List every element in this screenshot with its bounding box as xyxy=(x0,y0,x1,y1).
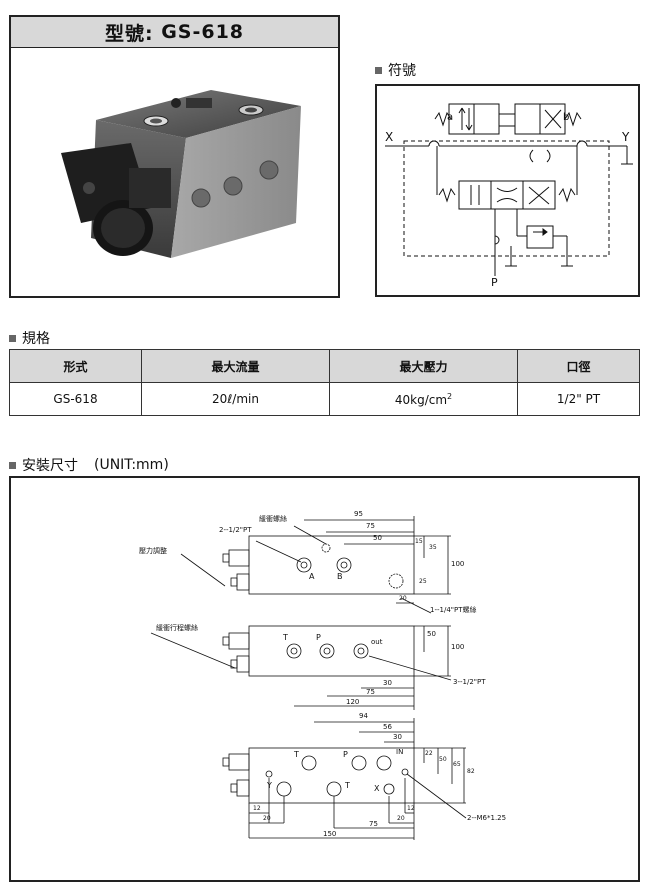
label-port-side: 1--1/4"PT螺絲 xyxy=(430,606,477,614)
bullet-icon xyxy=(9,334,16,342)
cell-flow: 20ℓ/min xyxy=(141,382,330,416)
port-t1: T xyxy=(294,750,299,759)
dim-12-a: 12 xyxy=(253,805,261,812)
valve-illustration xyxy=(61,90,301,258)
dim-30-c: 30 xyxy=(393,733,402,741)
dim-150: 150 xyxy=(323,830,337,838)
bullet-icon xyxy=(375,66,382,74)
dim-65: 65 xyxy=(453,761,461,768)
install-heading: 安裝尺寸 (UNIT:mm) xyxy=(9,455,169,475)
port-t2: T xyxy=(345,781,350,790)
label-m6: 2--M6*1.25 xyxy=(467,814,507,822)
label-stroke-adjust: 緩衝螺絲 xyxy=(259,515,287,523)
dim-15: 15 xyxy=(415,538,423,545)
header-pressure: 最大壓力 xyxy=(329,349,518,383)
hydraulic-schematic xyxy=(385,103,633,276)
label-stroke-screw: 緩衝行程螺絲 xyxy=(156,624,198,632)
dim-100-a: 100 xyxy=(451,560,465,568)
port-x: X xyxy=(374,784,380,793)
cell-port: 1/2" PT xyxy=(517,382,640,416)
port-in: IN xyxy=(396,748,404,756)
spec-table: 形式 最大流量 最大壓力 口徑 GS-618 20ℓ/min 40kg/cm2 … xyxy=(9,349,640,416)
dim-35: 35 xyxy=(429,544,437,551)
dim-22: 22 xyxy=(425,750,433,757)
label-ports-3: 3--1/2"PT xyxy=(453,678,486,686)
dimension-drawing: 緩衝螺絲 2--1/2"PT 壓力調整 1--1/4"PT螺絲 A B 95 7… xyxy=(9,476,640,882)
dim-75-b: 75 xyxy=(366,688,375,696)
port-t: T xyxy=(283,633,288,642)
header-port: 口徑 xyxy=(517,349,640,383)
header-type: 形式 xyxy=(9,349,142,383)
dim-94: 94 xyxy=(359,712,368,720)
spec-row: GS-618 20ℓ/min 40kg/cm2 1/2" PT xyxy=(9,382,640,416)
symbol-heading: 符號 xyxy=(375,60,416,80)
dim-75-c: 75 xyxy=(369,820,378,828)
dim-82: 82 xyxy=(467,768,475,775)
hydraulic-symbol: a b X Y P xyxy=(375,84,640,297)
port-y: Y xyxy=(267,781,272,790)
dim-120: 120 xyxy=(346,698,360,706)
port-p: P xyxy=(316,633,321,642)
dim-50-c: 50 xyxy=(439,756,447,763)
model-number: GS-618 xyxy=(161,21,245,43)
dim-50: 50 xyxy=(373,534,382,542)
label-x: X xyxy=(385,130,394,144)
bullet-icon xyxy=(9,461,16,469)
dim-20-c: 20 xyxy=(263,815,271,822)
label-p: P xyxy=(491,276,498,289)
port-b: B xyxy=(337,572,343,581)
dim-100-b: 100 xyxy=(451,643,465,651)
product-photo xyxy=(9,48,340,298)
cell-pressure: 40kg/cm2 xyxy=(329,382,518,416)
port-p-3: P xyxy=(343,750,348,759)
header-flow: 最大流量 xyxy=(141,349,330,383)
unit-label: (UNIT:mm) xyxy=(94,457,169,473)
dim-25: 25 xyxy=(419,578,427,585)
model-label: 型號: xyxy=(104,22,154,45)
page-title: 型號: GS-618 xyxy=(9,15,340,49)
dimension-lines xyxy=(150,516,467,840)
label-pressure-adjust: 壓力調整 xyxy=(139,547,167,555)
dim-20-d: 20 xyxy=(397,815,405,822)
dim-95: 95 xyxy=(354,510,363,518)
dim-30-b: 30 xyxy=(383,679,392,687)
spec-header-row: 形式 最大流量 最大壓力 口徑 xyxy=(9,349,640,383)
port-a: A xyxy=(309,572,315,581)
dim-50-b: 50 xyxy=(427,630,436,638)
dim-12-b: 12 xyxy=(407,805,415,812)
dim-56: 56 xyxy=(383,723,392,731)
label-y: Y xyxy=(622,130,630,144)
port-out: out xyxy=(371,638,383,646)
label-ports: 2--1/2"PT xyxy=(219,526,252,534)
label-a: a xyxy=(447,112,454,123)
label-b: b xyxy=(563,112,570,123)
dim-20-a: 20 xyxy=(399,595,407,602)
cell-model: GS-618 xyxy=(9,382,142,416)
spec-heading: 規格 xyxy=(9,328,50,348)
dim-75: 75 xyxy=(366,522,375,530)
